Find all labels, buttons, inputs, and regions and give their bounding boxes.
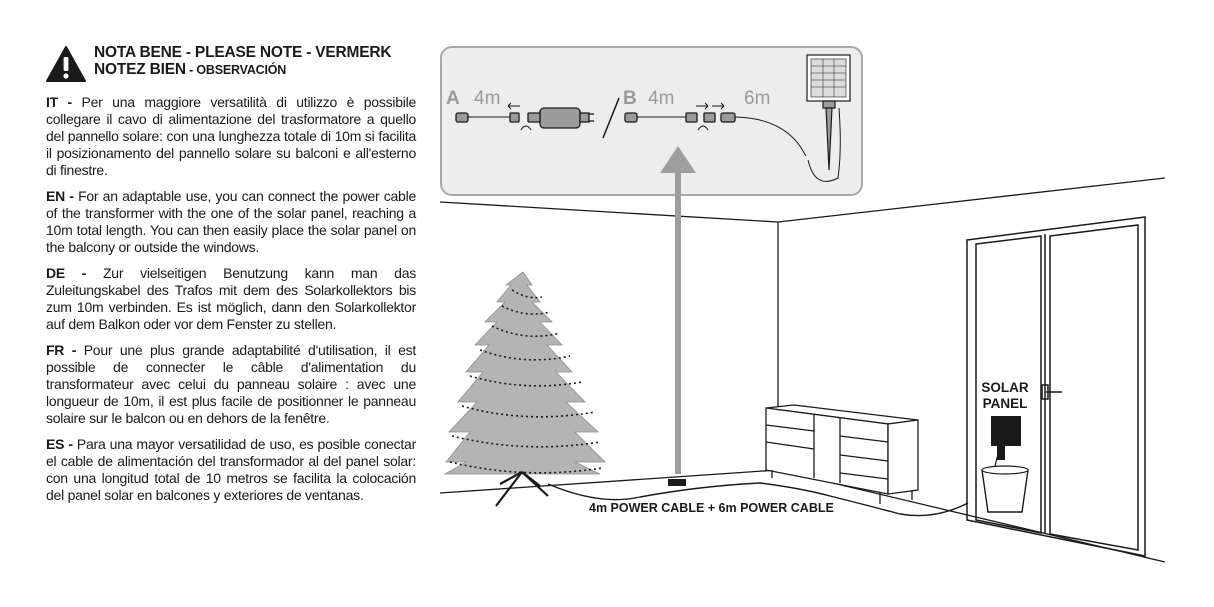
- length-a: 4m: [474, 88, 500, 109]
- balcony-door: [966, 216, 1146, 557]
- paragraph-text: Per una maggiore versatilità di utilizzo…: [46, 94, 416, 178]
- language-code: FR -: [46, 342, 77, 358]
- paragraph-text: Pour une plus grande adaptabilité d'util…: [46, 342, 417, 426]
- callout-box: A 4m B 4m 6m: [440, 46, 863, 196]
- notice-title-line2-small: - OBSERVACIÓN: [185, 63, 287, 77]
- notice-title-line2: NOTEZ BIEN - OBSERVACIÓN: [94, 61, 416, 79]
- label-a: A: [446, 88, 460, 109]
- label-b: B: [623, 88, 637, 109]
- solar-panel-icon: [991, 416, 1021, 446]
- flower-pot: [981, 469, 1029, 513]
- solar-label-line2: PANEL: [983, 396, 1028, 411]
- length-b: 4m: [648, 88, 674, 109]
- pointer-arrow: [660, 146, 696, 474]
- paragraph-text: Zur vielseitigen Benutzung kann man das …: [46, 265, 416, 332]
- cable-caption: 4m POWER CABLE + 6m POWER CABLE: [589, 501, 834, 515]
- connector-a: [455, 107, 594, 129]
- rotate-arrows-b: [696, 102, 725, 131]
- solar-panel-callout-icon: [806, 54, 851, 182]
- paragraph-en: EN - For an adaptable use, you can conne…: [46, 188, 416, 256]
- solar-cable-callout: [734, 116, 807, 157]
- language-code: DE -: [46, 265, 87, 281]
- length-solar: 6m: [744, 88, 770, 109]
- rotate-arrows-a: [507, 102, 532, 131]
- language-code: ES -: [46, 436, 73, 452]
- sideboard: [765, 404, 919, 504]
- notice-heading: NOTA BENE - PLEASE NOTE - VERMERK NOTEZ …: [46, 44, 416, 84]
- cable-connector: [668, 479, 686, 486]
- christmas-tree: [443, 271, 606, 507]
- paragraph-de: DE - Zur vielseitigen Benutzung kann man…: [46, 265, 416, 333]
- language-code: IT -: [46, 94, 72, 110]
- power-cable: [547, 482, 969, 517]
- solar-label-line1: SOLAR: [981, 380, 1029, 395]
- paragraph-text: Para una mayor versatilidad de uso, es p…: [46, 436, 417, 503]
- installation-diagram: A 4m B 4m 6m: [439, 46, 1166, 563]
- warning-icon: [46, 46, 86, 82]
- paragraph-es: ES - Para una mayor versatilidad de uso,…: [46, 436, 416, 504]
- language-code: EN -: [46, 188, 74, 204]
- solar-panel-balcony: SOLAR PANEL: [981, 380, 1029, 513]
- separator-slash: [602, 97, 620, 139]
- paragraph-fr: FR - Pour une plus grande adaptabilité d…: [46, 342, 416, 427]
- paragraph-text: For an adaptable use, you can connect th…: [46, 188, 416, 255]
- paragraph-it: IT - Per una maggiore versatilità di uti…: [46, 94, 416, 179]
- notice-title-line2-main: NOTEZ BIEN: [94, 61, 186, 78]
- notice-panel: NOTA BENE - PLEASE NOTE - VERMERK NOTEZ …: [46, 44, 416, 513]
- notice-title-line1: NOTA BENE - PLEASE NOTE - VERMERK: [94, 44, 392, 61]
